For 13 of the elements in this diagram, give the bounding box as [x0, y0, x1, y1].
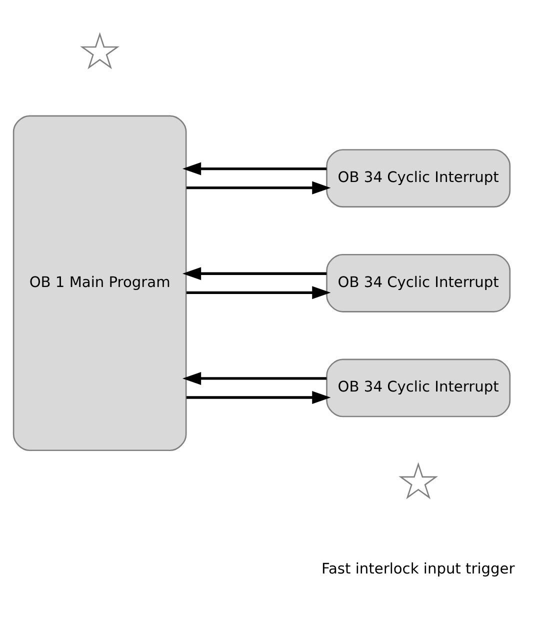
node-star	[398, 462, 438, 500]
arrow	[182, 267, 327, 280]
arrow	[186, 181, 331, 194]
arrow	[186, 390, 331, 404]
node-box: OB 1 Main Program	[12, 115, 187, 452]
node-box: OB 34 Cyclic Interrupt	[326, 149, 511, 208]
arrow	[186, 286, 331, 300]
node-box: OB 34 Cyclic Interrupt	[326, 358, 511, 418]
legend-label: Fast interlock input trigger	[321, 560, 515, 578]
arrow	[182, 372, 327, 385]
node-star	[80, 32, 120, 70]
arrow	[182, 162, 327, 176]
node-box: OB 34 Cyclic Interrupt	[326, 254, 511, 312]
